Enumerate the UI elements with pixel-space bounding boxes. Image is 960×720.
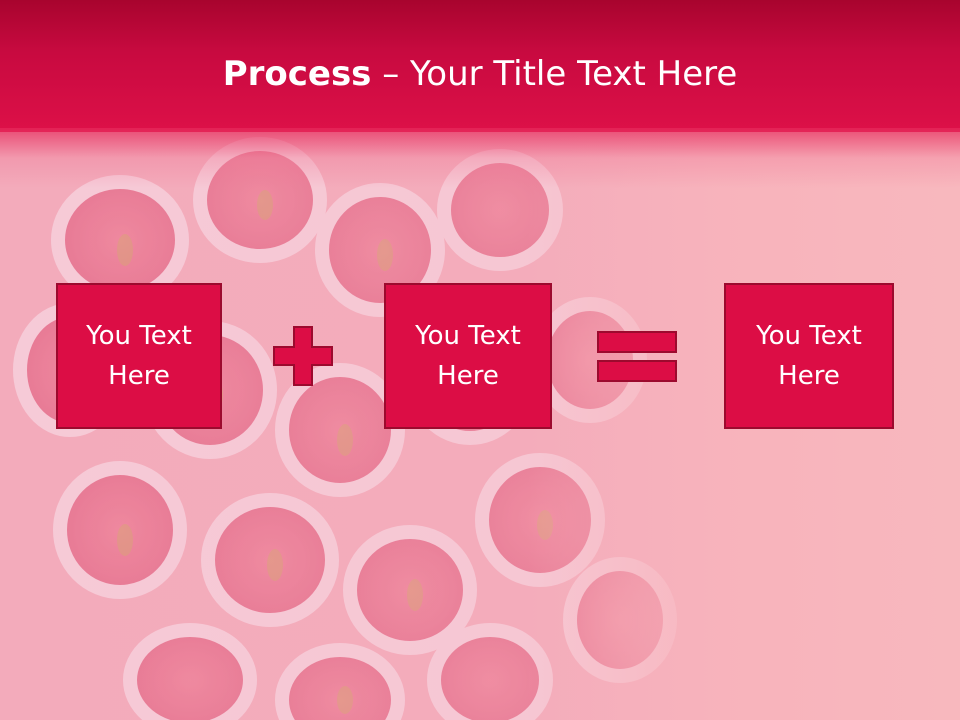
plus-icon[interactable] [272, 325, 334, 387]
title-bar-fade [0, 128, 960, 188]
process-box-2[interactable]: You Text Here [384, 283, 552, 429]
process-box-2-line2: Here [437, 361, 499, 391]
process-box-3-line2: Here [778, 361, 840, 391]
slide-title-rest: – Your Title Text Here [371, 54, 738, 94]
process-box-2-text: You Text Here [403, 316, 533, 396]
process-box-1-line2: Here [108, 361, 170, 391]
process-box-1-line1: You Text [86, 321, 192, 351]
process-box-3-text: You Text Here [744, 316, 874, 396]
equals-icon[interactable] [597, 331, 677, 383]
process-box-1-text: You Text Here [74, 316, 204, 396]
process-box-1[interactable]: You Text Here [56, 283, 222, 429]
slide-title[interactable]: Process – Your Title Text Here [0, 52, 960, 96]
title-bar [0, 0, 960, 132]
process-box-3[interactable]: You Text Here [724, 283, 894, 429]
process-box-2-line1: You Text [415, 321, 521, 351]
process-box-3-line1: You Text [756, 321, 862, 351]
slide-title-bold: Process [222, 54, 372, 94]
